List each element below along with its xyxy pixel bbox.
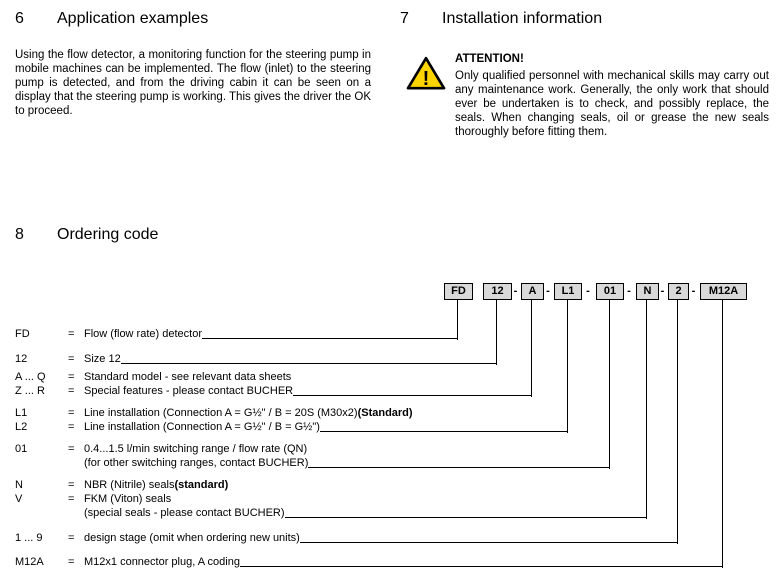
connector-line-12 [496, 300, 497, 365]
row-eq: = [68, 385, 75, 397]
row-desc: M12x1 connector plug, A coding [84, 556, 240, 568]
ordering-row-fd: FD = Flow (flow rate) detector [15, 328, 457, 341]
row-leader-line [299, 542, 677, 543]
row-code: L2 [15, 421, 28, 433]
ordering-code-dash: - [691, 285, 696, 297]
installation-body-text: Only qualified personnel with mechanical… [455, 70, 769, 138]
ordering-code-box-a: A [521, 283, 544, 300]
ordering-row-l1: L1 = Line installation (Connection A = G… [15, 407, 413, 420]
svg-text:!: ! [423, 68, 430, 90]
connector-line-m12a [722, 300, 723, 568]
ordering-code-box-fd: FD [444, 283, 473, 300]
ordering-row-aq: A ... Q = Standard model - see relevant … [15, 371, 291, 384]
section-8-heading: 8 Ordering code [15, 226, 158, 244]
ordering-row-n: N = NBR (Nitrile) seals (standard) [15, 479, 228, 492]
attention-label: ATTENTION! [455, 53, 524, 65]
row-desc: Special features - please contact BUCHER [84, 385, 294, 397]
row-code: L1 [15, 407, 28, 419]
row-leader-line [293, 395, 531, 396]
ordering-code-dash: - [586, 285, 590, 297]
row-code: Z ... R [15, 385, 45, 397]
section-7-heading: 7 Installation information [400, 10, 602, 28]
row-code: A ... Q [15, 371, 46, 383]
row-eq: = [68, 421, 75, 433]
row-desc: Line installation (Connection A = G½" / … [84, 421, 320, 433]
warning-triangle-icon: ! [406, 56, 446, 96]
ordering-row-m12a: M12A = M12x1 connector plug, A coding [15, 556, 722, 569]
row-eq: = [68, 407, 75, 419]
ordering-code-dash: - [546, 285, 550, 297]
row-desc: (for other switching ranges, contact BUC… [84, 457, 309, 469]
row-leader-line [308, 467, 609, 468]
row-leader-line [120, 363, 496, 364]
row-desc: Size 12 [84, 353, 121, 365]
row-desc: NBR (Nitrile) seals [84, 479, 175, 491]
ordering-code-box-2: 2 [668, 283, 689, 300]
row-eq: = [68, 493, 75, 505]
ordering-code-box-n: N [636, 283, 659, 300]
ordering-row-01-note: (for other switching ranges, contact BUC… [15, 457, 609, 470]
connector-line-a [531, 300, 532, 397]
ordering-row-12: 12 = Size 12 [15, 353, 496, 366]
row-desc: Flow (flow rate) detector [84, 328, 202, 340]
row-leader-line [239, 566, 722, 567]
connector-line-fd [457, 300, 458, 340]
row-eq: = [68, 443, 75, 455]
row-desc: FKM (Viton) seals [84, 493, 172, 505]
row-desc: design stage (omit when ordering new uni… [84, 532, 300, 544]
row-eq: = [68, 479, 75, 491]
ordering-code-dash: - [660, 285, 665, 297]
section-8-title: Ordering code [57, 226, 159, 243]
row-desc: Line installation (Connection A = G½" / … [84, 407, 358, 419]
row-eq: = [68, 328, 75, 340]
application-body-text: Using the flow detector, a monitoring fu… [15, 49, 371, 117]
row-desc: (special seals - please contact BUCHER) [84, 507, 285, 519]
row-eq: = [68, 353, 75, 365]
row-eq: = [68, 556, 75, 568]
ordering-code-dash: - [627, 285, 631, 297]
ordering-row-zr: Z ... R = Special features - please cont… [15, 385, 531, 398]
ordering-code-box-12: 12 [483, 283, 512, 300]
row-code: M12A [15, 556, 44, 568]
ordering-code-dash: - [513, 285, 518, 297]
ordering-code-box-l1: L1 [554, 283, 582, 300]
ordering-row-01: 01 = 0.4...1.5 l/min switching range / f… [15, 443, 307, 456]
connector-line-2 [677, 300, 678, 544]
row-desc: 0.4...1.5 l/min switching range / flow r… [84, 443, 308, 455]
row-code: 1 ... 9 [15, 532, 43, 544]
row-leader-line [319, 431, 567, 432]
row-desc-bold: (Standard) [357, 407, 413, 419]
row-code: V [15, 493, 23, 505]
row-eq: = [68, 371, 75, 383]
row-leader-line [284, 517, 646, 518]
ordering-row-v-note: (special seals - please contact BUCHER) [15, 507, 646, 520]
row-code: FD [15, 328, 30, 340]
row-code: 12 [15, 353, 28, 365]
row-leader-line [201, 338, 457, 339]
section-7-number: 7 [400, 10, 409, 27]
section-8-number: 8 [15, 226, 24, 243]
connector-line-01 [609, 300, 610, 469]
row-code: 01 [15, 443, 28, 455]
row-eq: = [68, 532, 75, 544]
ordering-code-box-m12a: M12A [700, 283, 747, 300]
ordering-row-design-stage: 1 ... 9 = design stage (omit when orderi… [15, 532, 677, 545]
ordering-row-v: V = FKM (Viton) seals [15, 493, 171, 506]
row-code: N [15, 479, 23, 491]
ordering-code-box-01: 01 [596, 283, 624, 300]
connector-line-l1 [567, 300, 568, 433]
ordering-row-l2: L2 = Line installation (Connection A = G… [15, 421, 567, 434]
row-desc: Standard model - see relevant data sheet… [84, 371, 292, 383]
section-6-heading: 6 Application examples [15, 10, 208, 28]
section-7-title: Installation information [442, 10, 603, 27]
row-desc-bold: (standard) [174, 479, 229, 491]
connector-line-n [646, 300, 647, 519]
section-6-title: Application examples [57, 10, 209, 27]
section-6-number: 6 [15, 10, 24, 27]
